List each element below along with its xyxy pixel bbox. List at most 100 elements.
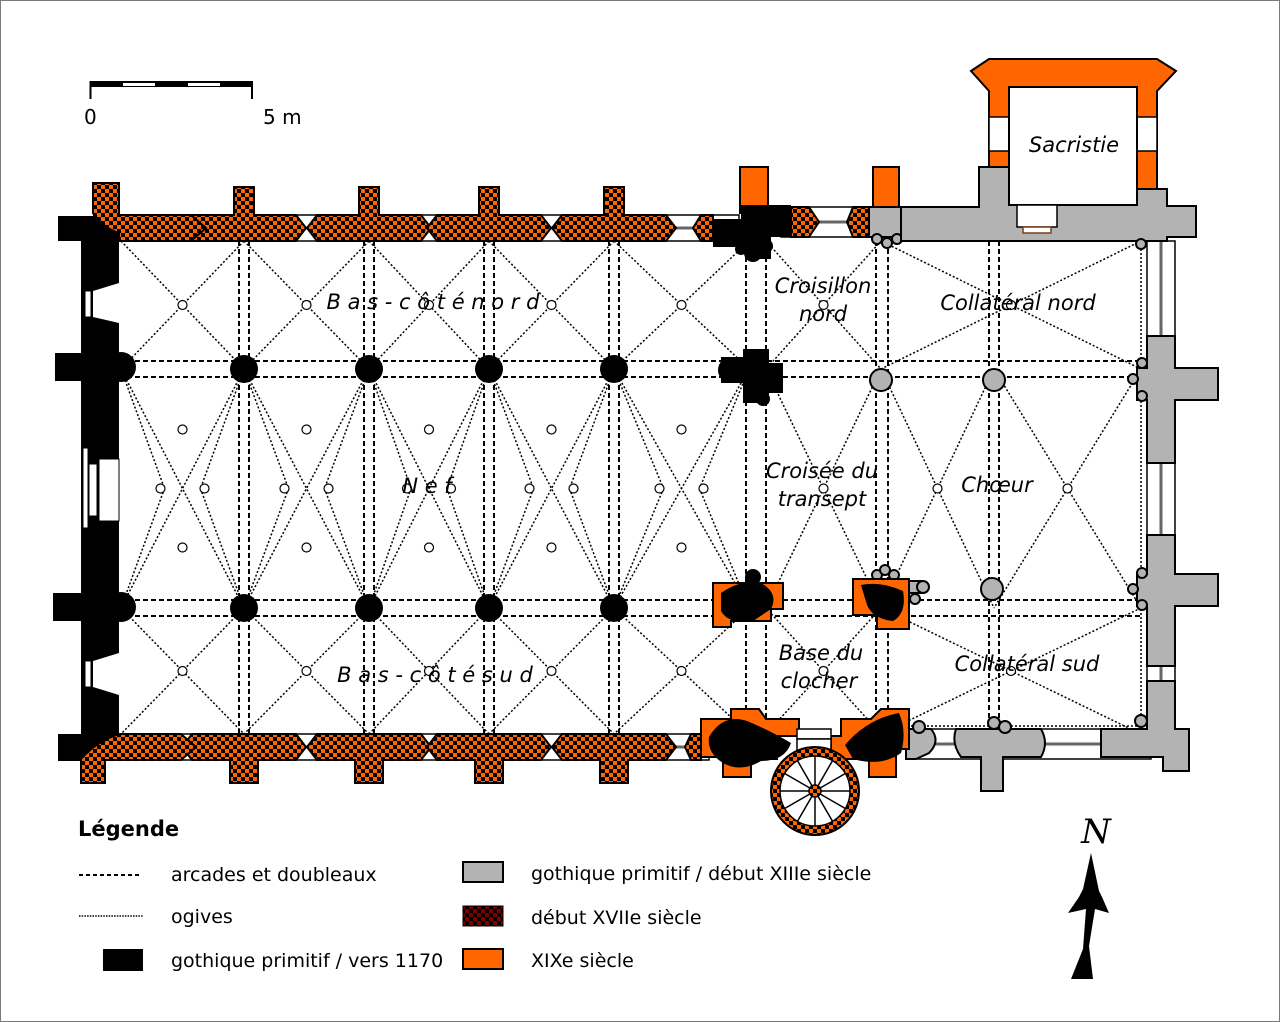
ogive-line	[323, 368, 370, 489]
arcades-layer	[119, 241, 1141, 734]
east-buttresses	[1100, 238, 1219, 772]
south-buttresses	[180, 733, 702, 784]
sw-corner-buttress	[80, 733, 198, 784]
pier	[230, 355, 258, 383]
legend-label-arcades: arcades et doubleaux	[171, 864, 377, 886]
keystone	[177, 542, 188, 553]
ogive-line	[368, 240, 490, 370]
keystone	[1062, 483, 1073, 494]
north-label: N	[1080, 812, 1112, 852]
keystone	[546, 665, 557, 677]
keystone	[177, 665, 188, 677]
ogive-line	[698, 368, 750, 489]
north-buttress	[305, 186, 433, 242]
pier	[355, 594, 383, 622]
ogive-line	[243, 488, 290, 609]
ogive-line	[120, 368, 245, 609]
keystone	[155, 483, 166, 494]
legend-label-xix: XIXe siècle	[531, 950, 634, 972]
scale-end-label: 5 m	[263, 105, 302, 129]
ogive-line	[368, 607, 490, 735]
legend-title: Légende	[78, 817, 179, 841]
keystone	[423, 424, 435, 435]
keystone	[818, 665, 829, 677]
room-nef: N e f	[402, 474, 455, 498]
keystone	[301, 424, 312, 435]
legend-swatch-checker	[462, 905, 504, 927]
keystone	[524, 483, 535, 494]
keystone	[546, 424, 557, 435]
ogive-line	[199, 488, 245, 609]
room-croisee-line2: transept	[778, 487, 867, 511]
keystone	[177, 424, 188, 435]
room-bas-cote-nord: B a s - c ô t é n o r d	[327, 290, 541, 314]
interior-floor	[119, 241, 1145, 734]
room-bas-cote-sud: B a s - c ô t é s u d	[337, 663, 533, 687]
room-choeur: Chœur	[961, 473, 1034, 497]
north-buttress	[425, 186, 553, 242]
ogive-line	[613, 368, 665, 489]
nw-corner-buttress	[92, 182, 208, 242]
pier	[355, 355, 383, 383]
west-facade	[53, 183, 136, 761]
ogive-line	[568, 488, 615, 609]
room-croisee-line1: Croisée du	[766, 459, 878, 483]
legend-label-1170: gothique primitif / vers 1170	[171, 950, 443, 972]
keystone	[676, 424, 687, 435]
ogive-line	[488, 368, 615, 609]
keystone	[199, 483, 210, 494]
ogive-line	[488, 368, 535, 489]
legend: Légende arcades et doubleaux ogives goth…	[78, 817, 871, 972]
keystone	[698, 483, 709, 494]
clocher-base	[700, 569, 910, 836]
ogive-line	[488, 368, 615, 609]
scale-start-label: 0	[84, 105, 97, 129]
keystone	[654, 483, 665, 494]
ogive-line	[243, 368, 370, 609]
ogive-line	[488, 488, 535, 609]
ogive-line	[368, 368, 412, 489]
ogive-line	[613, 488, 665, 609]
keystone	[546, 542, 557, 553]
ogive-line	[698, 488, 750, 609]
pier	[600, 355, 628, 383]
ogive-line	[446, 368, 490, 489]
room-collateral-sud: Collatéral sud	[955, 652, 1100, 676]
scale-bar: 0 5 m	[84, 81, 302, 129]
keystone	[301, 665, 312, 677]
ogive-line	[199, 368, 245, 489]
keystone	[932, 483, 943, 494]
keystone	[401, 483, 413, 494]
pier	[475, 355, 503, 383]
ogives-layer	[120, 240, 1142, 735]
keystone	[676, 542, 687, 553]
legend-label-xvii: début XVIIe siècle	[531, 907, 702, 929]
keystone	[1005, 299, 1017, 311]
sacristie: Sacristie	[900, 58, 1197, 242]
south-buttress	[180, 733, 308, 784]
ogive-line	[765, 240, 882, 370]
ogive-line	[368, 368, 490, 609]
room-base-clocher-line2: clocher	[781, 669, 859, 693]
keystone	[279, 483, 290, 494]
ogive-line	[368, 607, 490, 735]
ogive-line	[120, 368, 245, 609]
ogive-line	[446, 488, 490, 609]
croisillon-nord-walls	[713, 166, 1006, 601]
ogive-line	[120, 488, 166, 609]
ogive-line	[243, 368, 370, 609]
keystone	[568, 483, 579, 494]
keystone	[177, 299, 188, 311]
legend-label-xiii: gothique primitif / début XIIIe siècle	[531, 863, 871, 885]
pier	[600, 594, 628, 622]
ogive-line	[568, 368, 615, 489]
room-sacristie: Sacristie	[1029, 133, 1119, 157]
room-croisillon-nord-line1: Croisillon	[775, 274, 872, 298]
keystone	[676, 665, 687, 677]
keystone	[1005, 665, 1017, 677]
keystone	[301, 299, 312, 311]
room-base-clocher-line1: Base du	[779, 641, 863, 665]
keystone	[423, 542, 435, 553]
